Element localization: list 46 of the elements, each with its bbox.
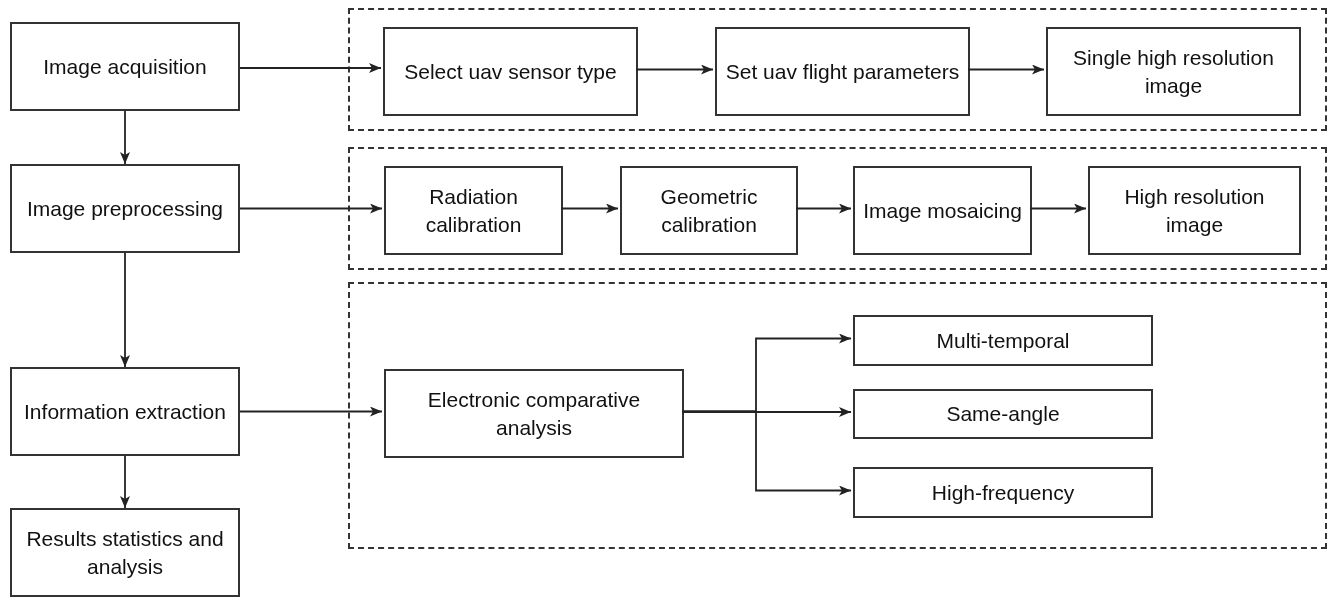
arrow bbox=[795, 203, 852, 214]
box-label: Multi-temporal bbox=[935, 327, 1071, 354]
box-label: Set uav flight parameters bbox=[724, 58, 961, 85]
box-label: High resolution image bbox=[1123, 184, 1266, 238]
arrow bbox=[239, 406, 383, 417]
dashed-group-frame bbox=[348, 8, 1327, 131]
arrow bbox=[1029, 203, 1087, 214]
box-label: Electronic comparative analysis bbox=[426, 387, 642, 441]
arrow bbox=[560, 203, 619, 214]
process-box bbox=[10, 22, 240, 111]
process-box bbox=[1046, 27, 1301, 116]
box-label: Select uav sensor type bbox=[403, 58, 618, 85]
arrow bbox=[635, 64, 714, 75]
box-label: Same-angle bbox=[945, 401, 1061, 428]
process-box bbox=[384, 166, 563, 255]
dashed-group-frame bbox=[348, 282, 1327, 549]
process-box bbox=[383, 27, 638, 116]
arrow bbox=[967, 64, 1045, 75]
box-label: Radiation calibration bbox=[424, 184, 523, 238]
process-box bbox=[853, 467, 1153, 518]
process-box bbox=[10, 164, 240, 253]
box-label: Image acquisition bbox=[42, 53, 208, 80]
process-box bbox=[715, 27, 970, 116]
process-box bbox=[853, 166, 1032, 255]
arrow bbox=[120, 252, 130, 368]
box-label: High-frequency bbox=[930, 479, 1076, 506]
process-box bbox=[384, 369, 684, 458]
box-label: Image mosaicing bbox=[862, 197, 1023, 224]
dashed-group-frame bbox=[348, 147, 1327, 270]
arrow bbox=[120, 455, 130, 509]
process-box bbox=[853, 389, 1153, 439]
box-label: Image preprocessing bbox=[25, 195, 225, 222]
process-box bbox=[620, 166, 798, 255]
process-box bbox=[10, 367, 240, 456]
arrow bbox=[681, 407, 852, 417]
process-box bbox=[853, 315, 1153, 366]
box-label: Information extraction bbox=[23, 398, 227, 425]
box-label: Geometric calibration bbox=[659, 184, 759, 238]
arrow bbox=[681, 410, 852, 496]
arrow bbox=[120, 110, 130, 165]
box-label: Single high resolution image bbox=[1072, 45, 1275, 99]
arrow bbox=[239, 203, 383, 214]
process-box bbox=[10, 508, 240, 597]
box-label: Results statistics and analysis bbox=[25, 526, 225, 580]
process-box bbox=[1088, 166, 1301, 255]
arrow bbox=[239, 63, 382, 73]
